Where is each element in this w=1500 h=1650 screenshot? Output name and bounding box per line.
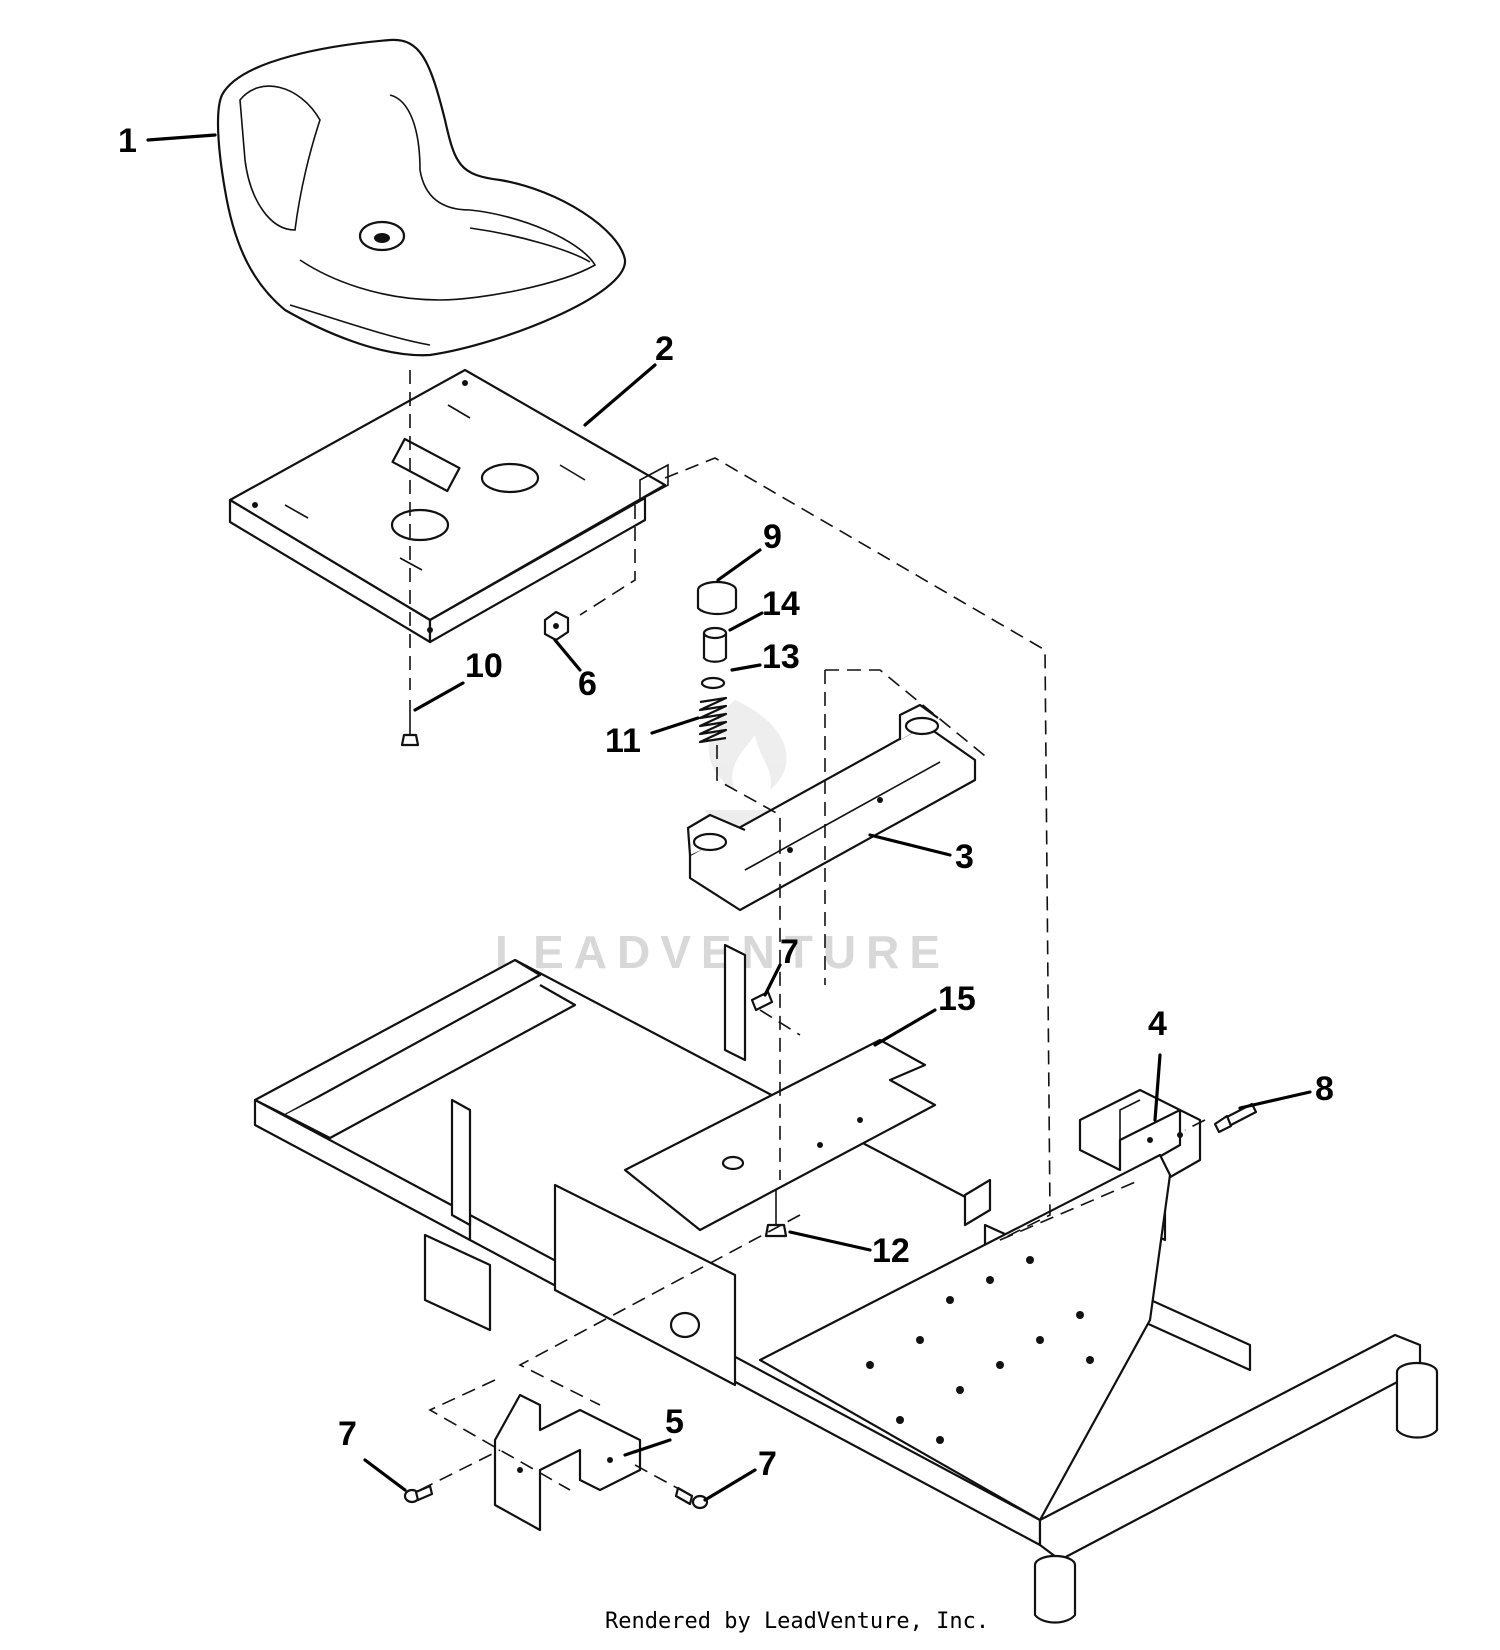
callout-labels: 1 2 3 4 5 6 7 7 7 8 9 10 11 12 13 14 15 [118,122,1334,1483]
part-bracket-left[interactable] [493,1393,642,1532]
part-frame[interactable] [253,943,1439,1624]
part-bolt-7-lower[interactable] [674,1486,709,1510]
assembly-dashed-lines [409,370,1206,1496]
callout-12[interactable]: 12 [872,1232,910,1270]
callout-5[interactable]: 5 [665,1403,684,1441]
part-bolt[interactable] [400,700,420,747]
part-spring[interactable] [698,696,728,744]
callout-4[interactable]: 4 [1148,1005,1167,1043]
part-washer[interactable] [700,676,726,690]
part-nut[interactable] [543,610,570,642]
callout-7-lower[interactable]: 7 [758,1445,777,1483]
callout-7-left[interactable]: 7 [338,1415,357,1453]
callout-3[interactable]: 3 [955,838,974,876]
callout-6[interactable]: 6 [578,665,597,703]
callout-8[interactable]: 8 [1315,1070,1334,1108]
caster-front-left [1033,1554,1077,1624]
part-bolt-7-upper[interactable] [750,990,774,1012]
callout-14[interactable]: 14 [762,585,800,623]
part-seat-pan[interactable] [228,368,669,644]
callout-7-upper[interactable]: 7 [780,933,799,971]
caster-front-right [1395,1361,1439,1439]
callout-11[interactable]: 11 [605,722,641,760]
callout-13[interactable]: 13 [762,638,800,676]
callout-1[interactable]: 1 [118,122,137,160]
callout-10[interactable]: 10 [465,647,503,685]
leader-lines [146,133,1312,1502]
part-spacer[interactable] [702,626,728,663]
part-seat-bracket[interactable] [686,703,977,912]
callout-15[interactable]: 15 [938,980,976,1018]
part-bolt-8[interactable] [1213,1102,1258,1134]
part-bolt-7-left[interactable] [403,1484,434,1504]
watermark-text: LEADVENTURE [495,926,950,978]
callout-9[interactable]: 9 [763,518,782,556]
footer-credit: Rendered by LeadVenture, Inc. [605,1609,989,1634]
part-stud[interactable] [764,1185,788,1238]
part-cap[interactable] [696,580,738,616]
part-seat[interactable] [216,38,627,357]
seat-pan-slot [391,437,461,493]
callout-2[interactable]: 2 [655,330,674,368]
